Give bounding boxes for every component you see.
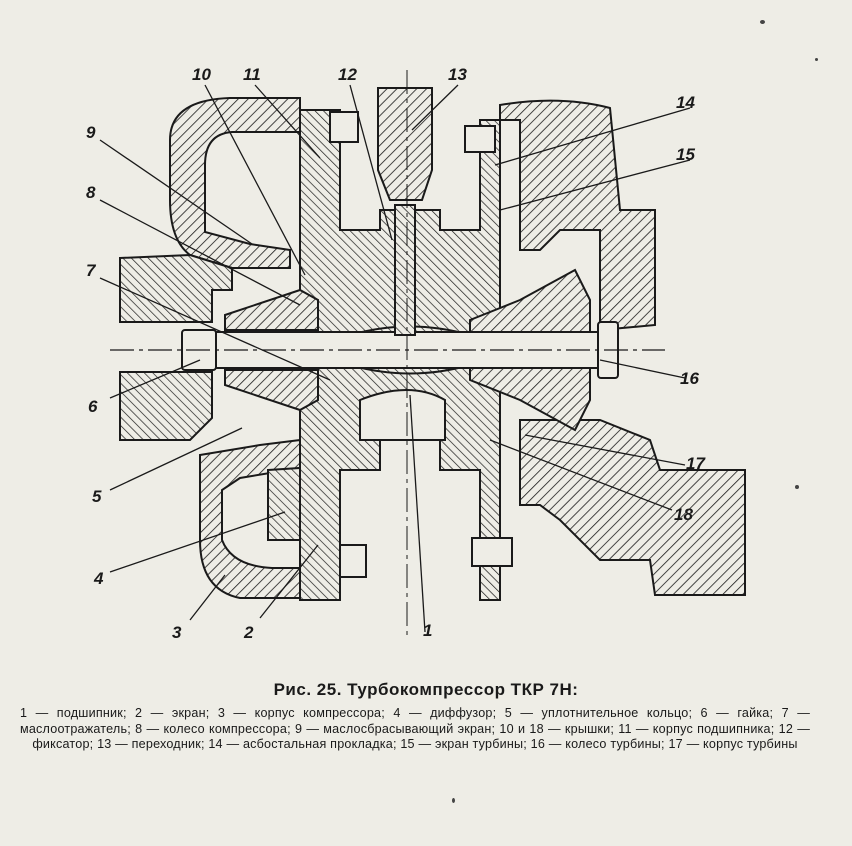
callout-4: 4 xyxy=(94,569,104,588)
compressor-housing-shape xyxy=(169,97,301,269)
callout-2: 2 xyxy=(244,623,254,642)
scan-speck xyxy=(760,20,765,24)
figure-caption-legend: 1 — подшипник; 2 — экран; 3 — корпус ком… xyxy=(20,706,810,751)
leader-lines xyxy=(99,84,691,633)
turbocharger-cross-section-drawing xyxy=(99,70,746,640)
callout-11: 11 xyxy=(243,65,261,84)
figure-caption-title: Рис. 25. Турбокомпрессор ТКР 7Н: xyxy=(273,680,579,699)
scan-speck xyxy=(815,58,818,61)
callout-10: 10 xyxy=(192,65,211,84)
scan-speck xyxy=(795,485,799,489)
callout-5: 5 xyxy=(92,487,102,506)
callout-8: 8 xyxy=(86,183,96,202)
callout-13: 13 xyxy=(448,65,467,84)
callout-17: 17 xyxy=(686,454,705,473)
callout-1: 1 xyxy=(423,621,433,640)
callout-18: 18 xyxy=(674,505,693,524)
callout-3: 3 xyxy=(172,623,182,642)
callout-14: 14 xyxy=(676,93,695,112)
callout-7: 7 xyxy=(86,261,96,280)
scan-speck xyxy=(452,798,455,803)
callout-9: 9 xyxy=(86,123,96,142)
callout-16: 16 xyxy=(680,369,699,388)
callout-6: 6 xyxy=(88,397,98,416)
callout-15: 15 xyxy=(676,145,695,164)
callout-12: 12 xyxy=(338,65,357,84)
